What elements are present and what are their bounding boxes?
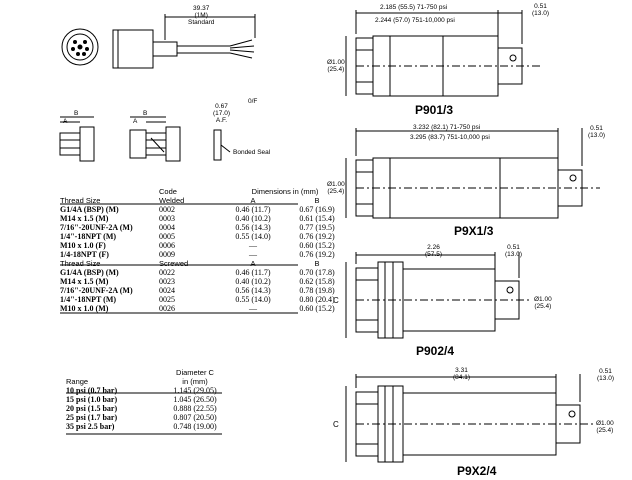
col-b-2: B <box>314 259 320 268</box>
col-a: A <box>250 196 256 205</box>
p901-dim-3: 0.51(13.0) <box>532 3 549 17</box>
fitting-screwed <box>129 116 181 162</box>
p9x1-diameter: Ø1.00(25.4) <box>327 181 345 195</box>
col-diameter-unit: in (mm) <box>182 377 208 386</box>
p902-label: P902/4 <box>416 344 455 358</box>
p9x1-label: P9X1/3 <box>454 224 494 238</box>
p9x1-dim-1: 3.232 (82.1) 71-750 psi <box>413 124 481 131</box>
cable-length-label: 39.37 (1M) Standard <box>188 5 215 26</box>
col-diameter: Diameter C <box>176 368 214 377</box>
table-row: M10 x 1.0 (M)0026—0.60 (15.2) <box>60 304 335 313</box>
p902-dim-3: 0.51(13.0) <box>505 244 522 258</box>
p9x2-c-label: C <box>333 420 339 429</box>
diameter-table: Diameter C Range in (mm) 10 psi (0.7 bar)… <box>64 368 232 431</box>
p9x2-diameter: Ø1.00(25.4) <box>596 420 614 434</box>
col-screwed: Screwed <box>159 259 189 268</box>
p9x2-label: P9X2/4 <box>457 464 497 478</box>
dim-b-welded: B <box>74 110 79 117</box>
p901-label: P901/3 <box>415 103 454 117</box>
p9x1-dim-3: 0.51(13.0) <box>588 125 605 139</box>
table-row: 20 psi (1.5 bar)0.888 (22.55) <box>66 404 217 413</box>
p901-dim-1: 2.185 (55.5) 71-750 psi <box>380 4 448 11</box>
col-dimensions: Dimensions in (mm) <box>251 187 319 196</box>
p9x2-dim-3: 0.51(13.0) <box>597 368 614 382</box>
col-a-2: A <box>250 259 256 268</box>
table-row: 1/4-18NPT (F)0009—0.76 (19.2) <box>60 250 335 259</box>
dim-a-screwed: A <box>133 118 138 125</box>
table-row: 35 psi 2.5 bar)0.748 (19.00) <box>66 422 217 431</box>
col-welded: Welded <box>159 196 185 205</box>
p901-dim-2: 2.244 (57.0) 751-10,000 psi <box>375 17 455 24</box>
bonded-seal <box>213 129 231 161</box>
p901-diameter: Ø1.00(25.4) <box>327 59 345 73</box>
col-range: Range <box>66 377 89 386</box>
cutoff-text: 0/F <box>248 98 258 105</box>
sensor-p901-drawing <box>345 10 540 97</box>
p902-c-label: C <box>333 296 339 305</box>
connector-end-view <box>61 28 99 66</box>
col-thread-size: Thread Size <box>60 196 101 205</box>
p902-dim-1: 2.26(57.5) <box>425 244 442 258</box>
sensor-p9x2-drawing <box>345 374 595 463</box>
table-row: 25 psi (1.7 bar)0.807 (20.50) <box>66 413 217 422</box>
col-b: B <box>314 196 320 205</box>
fitting-welded <box>59 116 95 162</box>
dim-b-screwed: B <box>143 110 148 117</box>
p9x2-dim-1: 3.31(84.1) <box>453 367 470 381</box>
col-thread-size-2: Thread Size <box>60 259 101 268</box>
p9x1-dim-2: 3.295 (83.7) 751-10,000 psi <box>410 134 490 141</box>
table-row: 15 psi (1.0 bar)1.045 (26.50) <box>66 395 217 404</box>
sensor-p902-drawing <box>345 252 530 339</box>
af-dimension-label: 0.67 (17.0) A.F. <box>213 103 230 124</box>
cable-assembly <box>112 14 256 69</box>
table-row: 10 psi (0.7 bar)1.145 (29.05) <box>66 386 217 395</box>
bonded-seal-label: Bonded Seal <box>233 149 271 156</box>
col-code: Code <box>159 187 177 196</box>
table-row: M10 x 1.0 (F)0006—0.60 (15.2) <box>60 241 335 250</box>
thread-size-table: Code Dimensions in (mm) Thread Size Welded… <box>58 187 349 313</box>
sensor-p9x1-drawing <box>345 128 600 219</box>
p902-diameter: Ø1.00(25.4) <box>534 296 552 310</box>
dim-a-welded: A <box>63 118 68 125</box>
